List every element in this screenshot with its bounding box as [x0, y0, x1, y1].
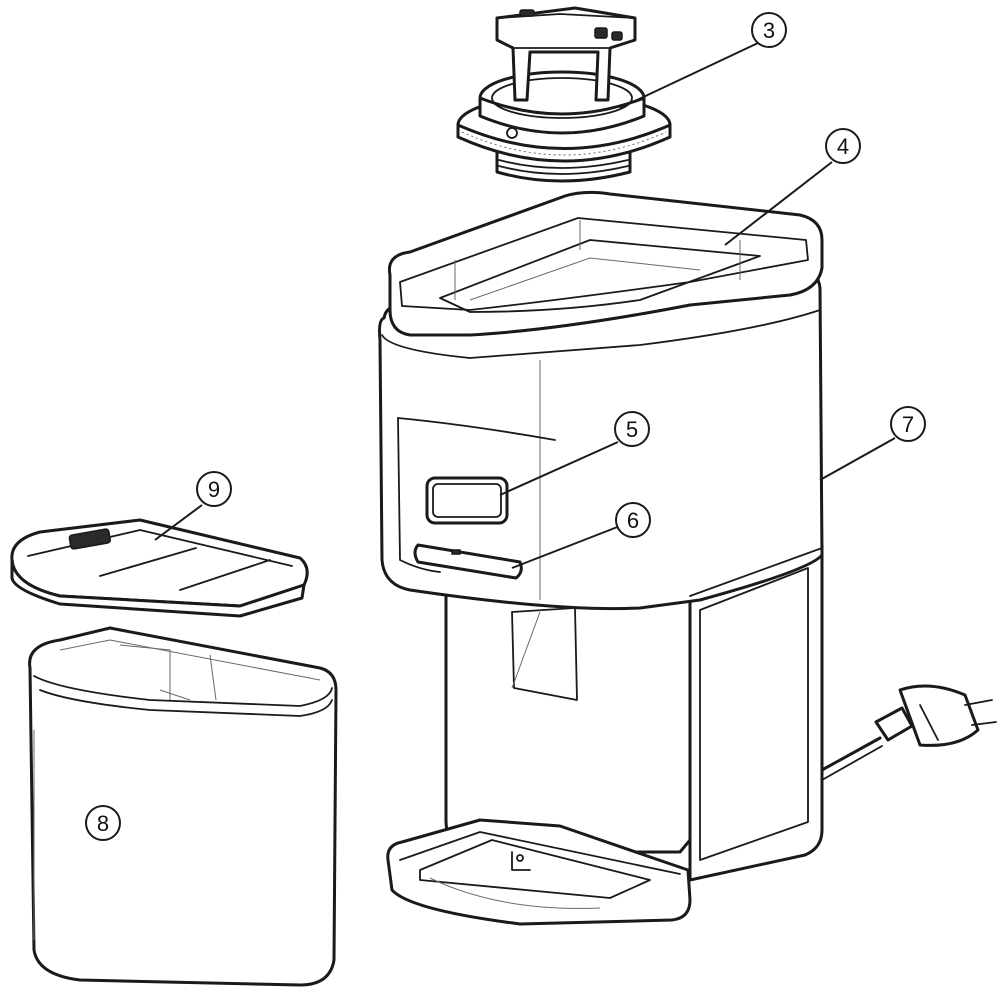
callout-4: 4 [825, 128, 861, 164]
callout-7: 7 [890, 406, 926, 442]
callout-8: 8 [85, 805, 121, 841]
grounds-container [28, 626, 338, 987]
svg-text:3: 3 [763, 18, 775, 43]
callout-3: 3 [751, 12, 787, 48]
svg-text:6: 6 [627, 508, 639, 533]
leader-7 [819, 437, 896, 481]
svg-text:4: 4 [837, 134, 849, 159]
leader-4 [724, 161, 833, 246]
leader-3 [619, 42, 759, 109]
callout-5: 5 [614, 411, 650, 447]
svg-text:9: 9 [208, 477, 220, 502]
leader-5 [499, 441, 619, 496]
callout-9: 9 [196, 471, 232, 507]
container-lid [10, 518, 309, 618]
grinder-body [378, 190, 997, 926]
callout-6: 6 [615, 502, 651, 538]
svg-text:8: 8 [97, 811, 109, 836]
leader-6 [511, 525, 621, 569]
svg-text:7: 7 [902, 412, 914, 437]
svg-text:5: 5 [626, 417, 638, 442]
leader-9 [154, 504, 203, 541]
burr-ring-assembly [456, 6, 672, 183]
